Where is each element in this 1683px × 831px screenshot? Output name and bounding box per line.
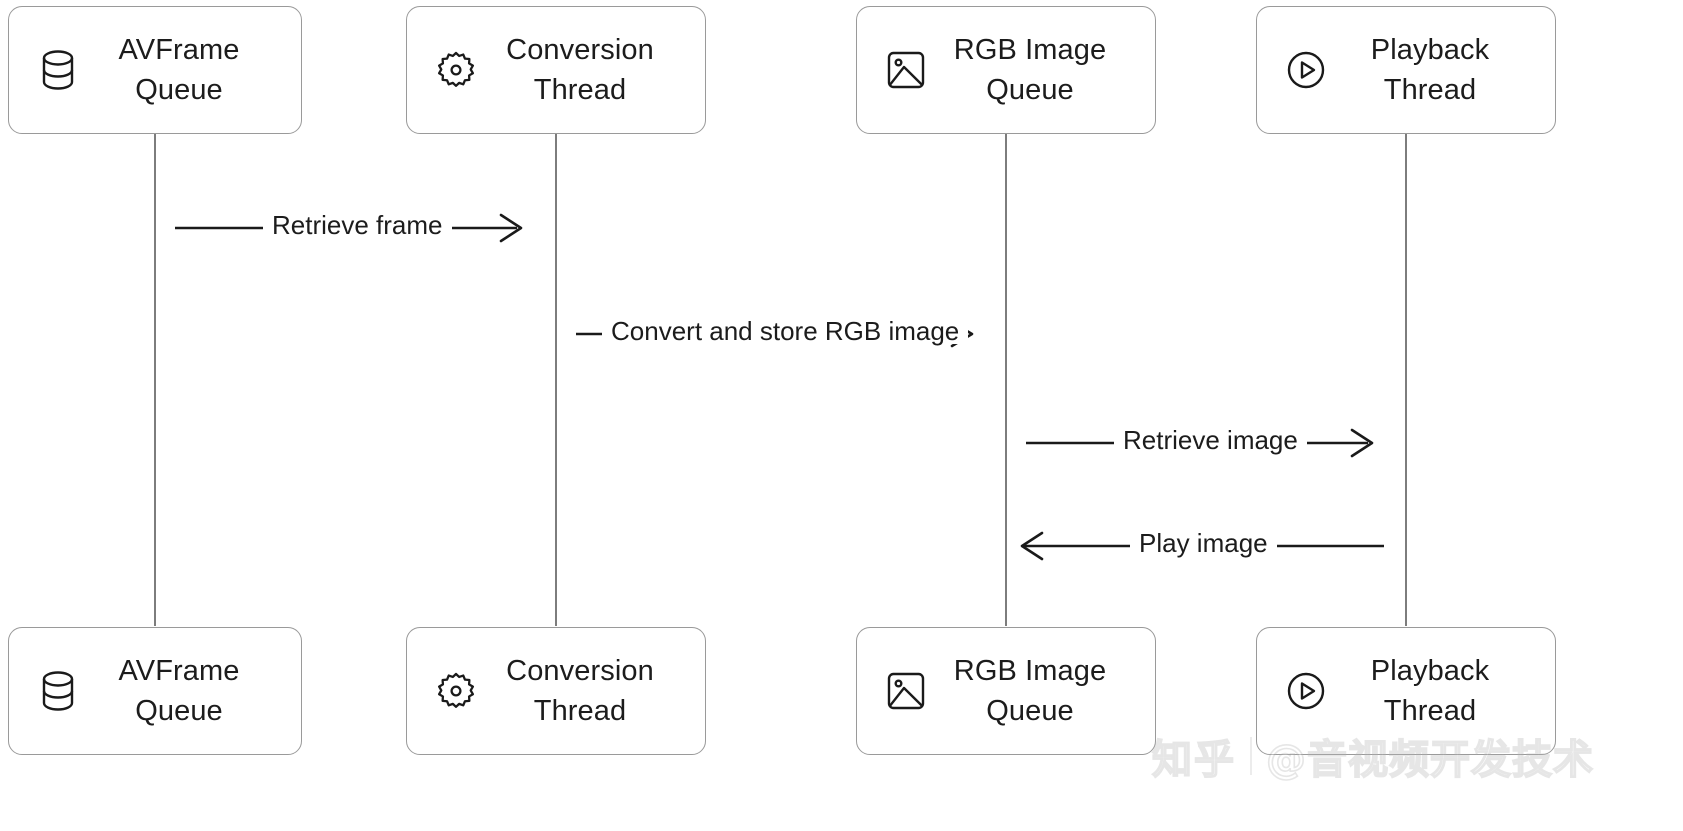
gear-icon: [433, 47, 479, 93]
watermark-logo: 知乎: [1151, 736, 1236, 784]
participant-top-conversion-thread[interactable]: Conversion Thread: [406, 6, 706, 134]
message-label: Convert and store RGB image: [602, 318, 969, 344]
participant-bottom-conversion-thread[interactable]: Conversion Thread: [406, 627, 706, 755]
participant-label: Playback Thread: [1370, 33, 1490, 106]
participant-label: AVFrame Queue: [118, 654, 240, 727]
play-circle-icon: [1283, 47, 1329, 93]
participant-bottom-avframe-queue[interactable]: AVFrame Queue: [8, 627, 302, 755]
database-icon: [35, 47, 81, 93]
participant-top-playback-thread[interactable]: Playback Thread: [1256, 6, 1556, 134]
play-circle-icon: [1283, 668, 1329, 714]
database-icon: [35, 668, 81, 714]
participant-label: RGB Image Queue: [953, 654, 1107, 727]
watermark-separator: [1250, 737, 1252, 775]
message-play-image[interactable]: Play image: [1006, 506, 1386, 561]
lifeline-rgb-image-queue: [1005, 133, 1007, 626]
lifeline-avframe-queue: [154, 133, 156, 626]
participant-top-avframe-queue[interactable]: AVFrame Queue: [8, 6, 302, 134]
lifeline-playback-thread: [1405, 133, 1407, 626]
message-retrieve-frame[interactable]: Retrieve frame: [155, 188, 535, 243]
image-icon: [883, 47, 929, 93]
participant-label: Playback Thread: [1370, 654, 1490, 727]
participant-label: AVFrame Queue: [118, 33, 240, 106]
gear-icon: [433, 668, 479, 714]
message-label: Retrieve frame: [263, 212, 452, 238]
message-label: Play image: [1130, 530, 1277, 556]
lifeline-conversion-thread: [555, 133, 557, 626]
participant-top-rgb-image-queue[interactable]: RGB Image Queue: [856, 6, 1156, 134]
message-convert-and-store[interactable]: Convert and store RGB image: [556, 294, 986, 348]
participant-label: Conversion Thread: [506, 654, 654, 727]
participant-label: Conversion Thread: [506, 33, 654, 106]
participant-bottom-rgb-image-queue[interactable]: RGB Image Queue: [856, 627, 1156, 755]
message-label: Retrieve image: [1114, 427, 1307, 453]
participant-bottom-playback-thread[interactable]: Playback Thread: [1256, 627, 1556, 755]
image-icon: [883, 668, 929, 714]
participant-label: RGB Image Queue: [953, 33, 1107, 106]
message-retrieve-image[interactable]: Retrieve image: [1006, 403, 1386, 458]
